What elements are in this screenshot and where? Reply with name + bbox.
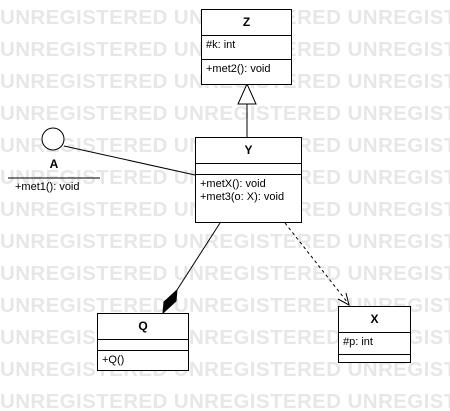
operation: +met3(o: X): void [200,191,285,203]
dependency-arrowhead [337,292,350,306]
dependency-connector[interactable] [284,222,350,306]
attributes-section [98,340,188,351]
class-q[interactable]: Q +Q() [97,313,189,371]
operation: +metX(): void [200,178,266,190]
attributes-section [196,164,301,175]
class-name: Z [202,10,291,36]
composition-diamond [162,288,178,315]
class-x[interactable]: X #p: int [338,306,411,363]
operation: +met2(): void [206,63,271,75]
attributes-section: #p: int [339,333,410,355]
operations-section: +met2(): void [202,60,291,78]
class-y[interactable]: Y +metX(): void +met3(o: X): void [195,137,302,223]
attribute: #k: int [206,39,236,51]
operations-section: +metX(): void +met3(o: X): void [196,175,301,206]
class-name: Q [98,314,188,340]
composition-connector[interactable] [162,222,221,315]
operations-section: +Q() [98,351,188,369]
generalization-connector[interactable] [237,82,257,137]
interface-circle [41,127,65,151]
operation: +Q() [102,354,125,366]
generalization-arrowhead [237,82,257,105]
class-name: X [339,307,410,333]
interface-name: A [49,157,59,171]
interface-realization-connector[interactable] [8,127,196,179]
attribute: #p: int [343,336,373,348]
class-z[interactable]: Z #k: int +met2(): void [201,9,292,85]
class-name: Y [196,138,301,164]
interface-operation: +met1(): void [15,181,80,193]
attributes-section: #k: int [202,36,291,60]
